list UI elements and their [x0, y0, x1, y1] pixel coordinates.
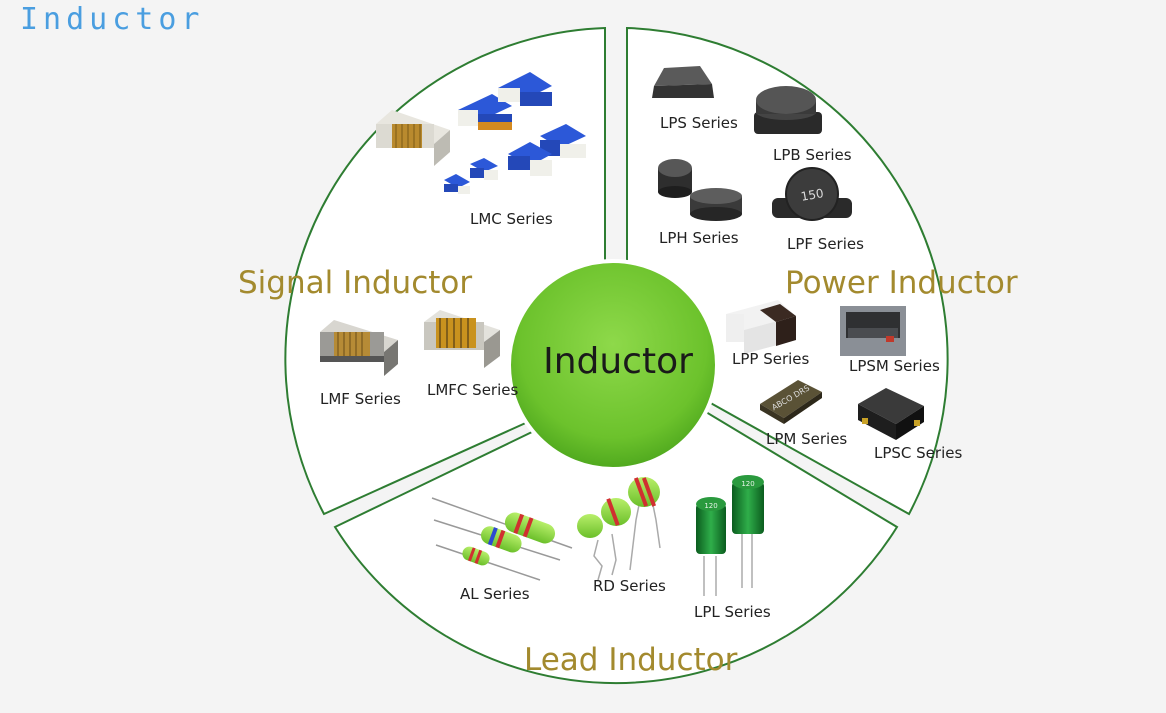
- power-inductor-title: Power Inductor: [785, 265, 1018, 301]
- lpb-series-label: LPB Series: [773, 146, 852, 164]
- lpsc-icon: [858, 388, 924, 440]
- lpl-series-label: LPL Series: [694, 603, 771, 621]
- lpl-coil-icon: 120 120: [696, 475, 764, 596]
- lpp-icon: [726, 300, 796, 354]
- rd-series-label: RD Series: [593, 577, 666, 595]
- rd-inductor-icon: [577, 477, 661, 581]
- lpf-marking: 150: [800, 186, 825, 204]
- lpb-icon: [754, 86, 822, 134]
- lmc-series-label: LMC Series: [470, 210, 553, 228]
- lpm-icon: ABCO DRS: [760, 380, 822, 424]
- lmf-series-label: LMF Series: [320, 390, 401, 408]
- lph-series-label: LPH Series: [659, 229, 739, 247]
- al-resistor-icon: [431, 497, 573, 581]
- lpf-series-label: LPF Series: [787, 235, 864, 253]
- lmf-chip-icon: [320, 320, 398, 376]
- center-circle: [507, 259, 719, 471]
- lead-inductor-title: Lead Inductor: [524, 642, 738, 678]
- page-title: Inductor: [20, 2, 205, 37]
- lps-icon: [652, 66, 714, 98]
- lmfc-series-label: LMFC Series: [427, 381, 518, 399]
- lmfc-chip-icon: [424, 310, 500, 368]
- lph-icon: [658, 159, 742, 221]
- lps-series-label: LPS Series: [660, 114, 738, 132]
- center-label: Inductor: [543, 341, 693, 382]
- lpf-icon: 150: [772, 167, 852, 221]
- lmc-chip-icon: [376, 72, 586, 194]
- lpl-marking-right: 120: [741, 480, 754, 488]
- lpsm-series-label: LPSM Series: [849, 357, 940, 375]
- lpm-series-label: LPM Series: [766, 430, 847, 448]
- al-series-label: AL Series: [460, 585, 530, 603]
- lpsm-icon: [840, 306, 906, 356]
- lpsc-series-label: LPSC Series: [874, 444, 962, 462]
- lpp-series-label: LPP Series: [732, 350, 810, 368]
- lpl-marking-left: 120: [704, 502, 717, 510]
- signal-inductor-title: Signal Inductor: [238, 265, 472, 301]
